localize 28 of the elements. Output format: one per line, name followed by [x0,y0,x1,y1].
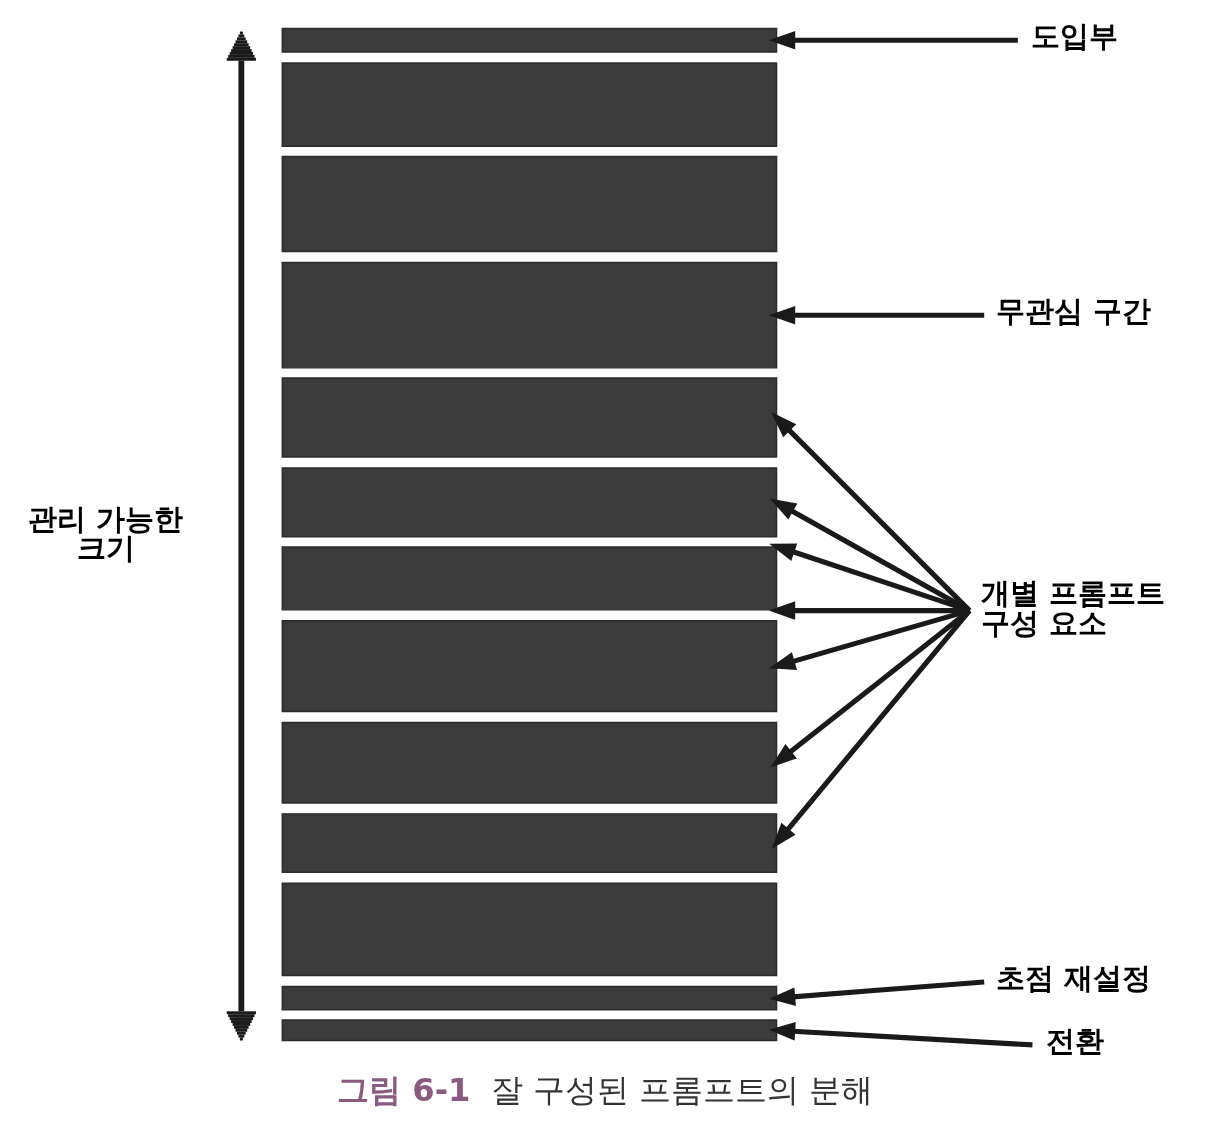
arrow [769,498,971,613]
node-text: 도입부 [1030,19,1118,54]
node-box [281,377,778,458]
node-box [281,813,778,874]
node-box [281,467,778,538]
node-box [281,721,778,804]
node-box [281,62,778,148]
node-box [281,985,778,1011]
node-box [281,620,778,713]
node-box [281,155,778,253]
arrow [768,1022,1033,1048]
node-text: 무관심 구간 [995,294,1152,329]
arrow [770,608,972,768]
node-box [281,882,778,977]
arrow [768,305,985,325]
node-box [281,1019,778,1042]
caption: 그림 6-1 잘 구성된 프롬프트의 분해 [337,1071,874,1110]
arrow [768,31,1018,50]
node-text: 전환 [1045,1023,1104,1058]
node-box [281,261,778,369]
label: 관리 가능한 크기 [27,501,184,565]
arrow [768,979,985,1006]
arrow [771,608,972,850]
node-text: 초점 재설정 [995,960,1152,995]
node-box [281,546,778,611]
arrow [771,412,972,613]
node-text: 개별 프롬프트 구성 요소 [981,576,1166,640]
node-box [281,27,778,53]
